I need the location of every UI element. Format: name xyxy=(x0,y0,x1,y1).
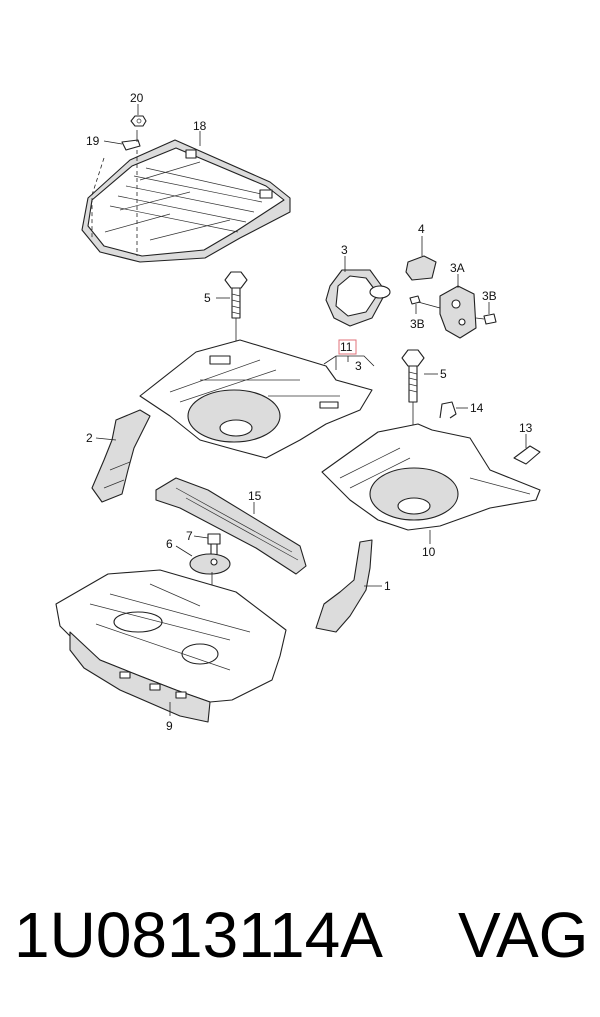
callout-3-mid: 3 xyxy=(355,359,362,373)
parts-exploded-diagram: 18 20 19 3 4 3A 3B 3B xyxy=(55,91,541,733)
footer: 1U0813114A VAG xyxy=(0,890,600,980)
callout-5-right: 5 xyxy=(440,367,447,381)
part-2-side-bracket xyxy=(91,409,151,503)
callout-10: 10 xyxy=(422,545,436,559)
callout-6: 6 xyxy=(166,537,173,551)
part-3B-screw-left xyxy=(409,295,441,309)
part-18-underbody-cover xyxy=(81,139,291,263)
callout-3A: 3A xyxy=(450,261,465,275)
callout-3B-left: 3B xyxy=(410,317,425,331)
callout-18: 18 xyxy=(193,119,207,133)
part-3B-screw-right xyxy=(475,313,497,325)
callout-7: 7 xyxy=(186,529,193,543)
part-4-cap xyxy=(405,255,437,281)
callout-11-box xyxy=(338,339,357,355)
callout-5-left: 5 xyxy=(204,291,211,305)
callout-15: 15 xyxy=(248,489,262,503)
part-19-clip xyxy=(121,130,141,151)
callout-1: 1 xyxy=(384,579,391,593)
callout-13: 13 xyxy=(519,421,533,435)
part-5-wing-bolt-right xyxy=(401,349,425,403)
part-10-spare-wheel-well xyxy=(321,423,541,531)
part-7-bolt xyxy=(207,533,221,557)
part-15-cross-member xyxy=(155,477,307,575)
part-5-wing-bolt-left xyxy=(224,271,248,319)
callout-2: 2 xyxy=(86,431,93,445)
part-13-small-bracket xyxy=(513,445,541,465)
callout-3B-right: 3B xyxy=(482,289,497,303)
callout-19: 19 xyxy=(86,134,100,148)
callout-3-top: 3 xyxy=(341,243,348,257)
part-14-hook xyxy=(439,401,457,419)
part-3A-latch xyxy=(439,285,477,339)
part-6-plate xyxy=(189,553,231,575)
callout-4: 4 xyxy=(418,222,425,236)
callout-11: 11 xyxy=(340,340,353,354)
part-3-bracket xyxy=(325,269,391,327)
part-1-side-member xyxy=(315,539,373,633)
part-20-nut xyxy=(130,115,147,127)
callout-14: 14 xyxy=(470,401,484,415)
part-9-rear-floor-pan xyxy=(55,569,287,723)
part-number: 1U0813114A xyxy=(14,899,383,971)
part-11-spare-wheel-well xyxy=(139,339,373,459)
callout-20: 20 xyxy=(130,91,144,105)
brand-name: VAG xyxy=(458,899,589,971)
callout-9: 9 xyxy=(166,719,173,733)
